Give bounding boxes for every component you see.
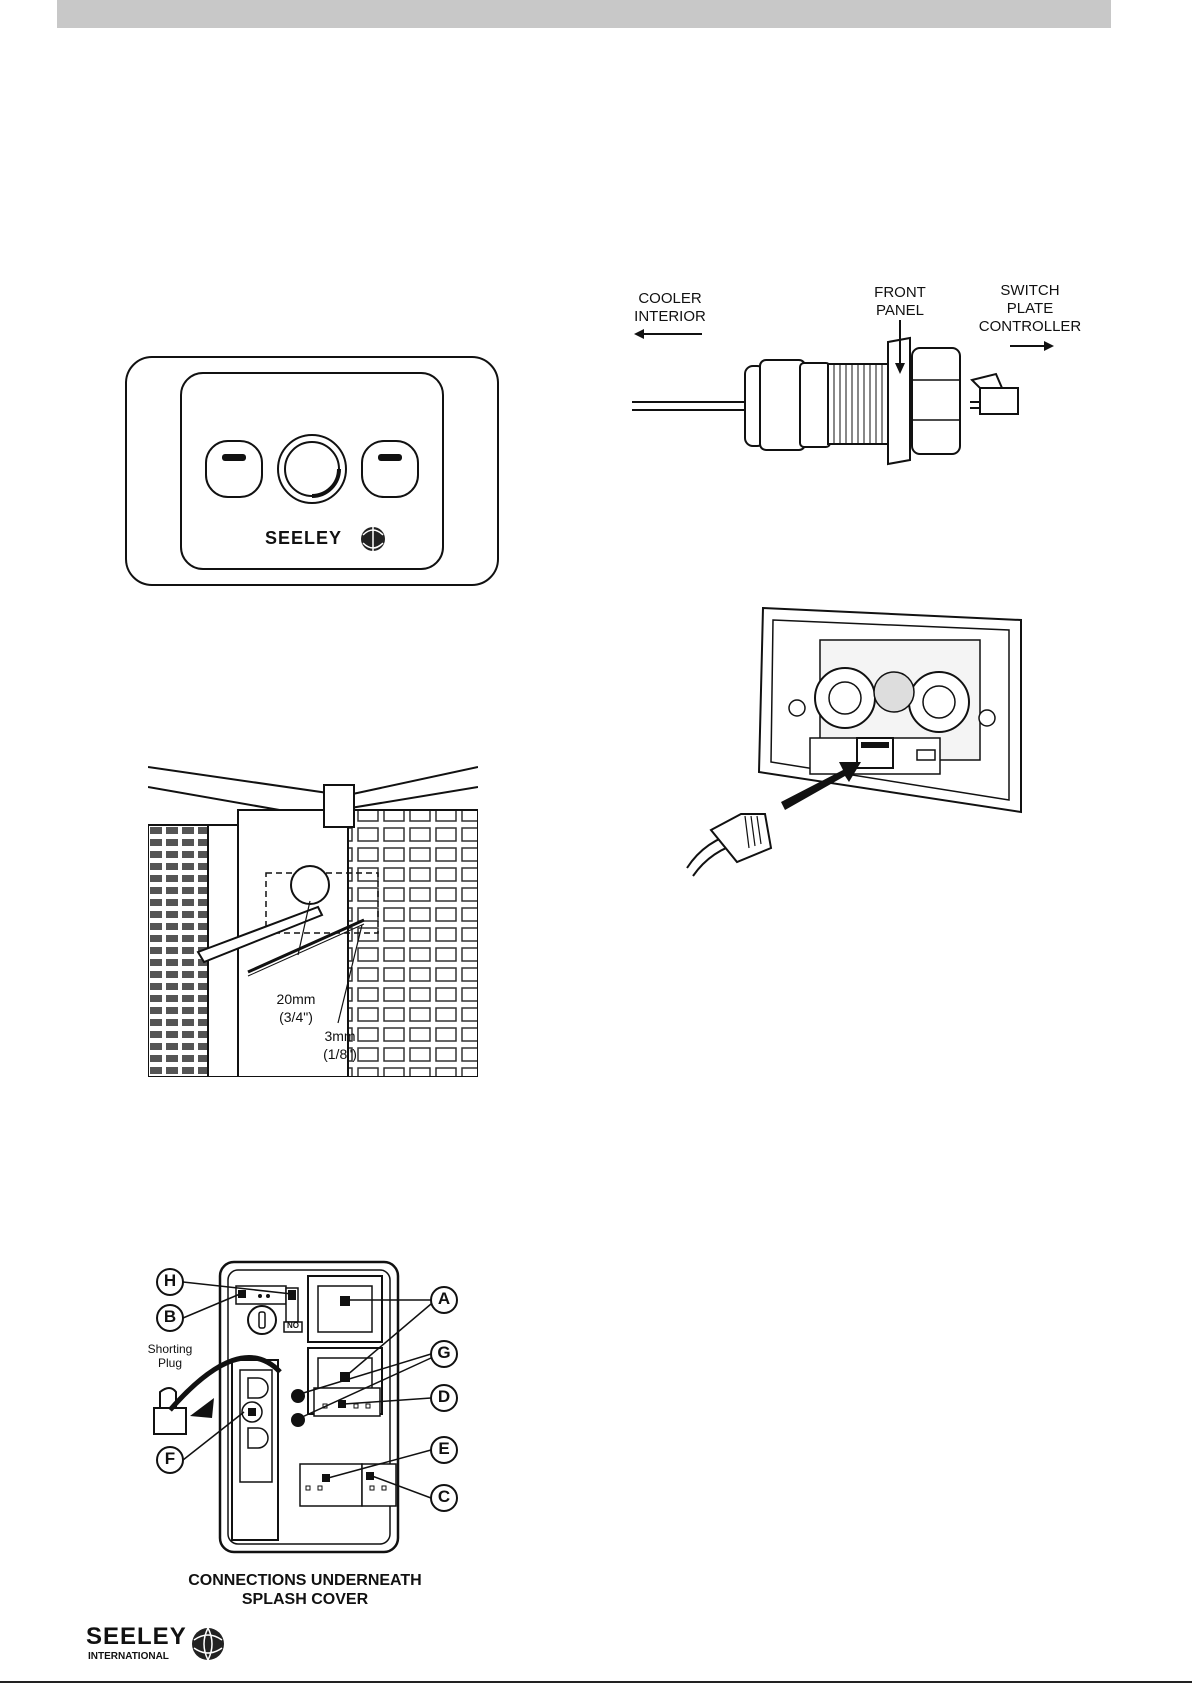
header-bar (57, 0, 1111, 28)
label-hole-3mm: 3mm (1/8") (310, 1027, 370, 1063)
label-switch-no: NO (283, 1321, 303, 1331)
label-hole-20mm: 20mm (3/4") (266, 990, 326, 1026)
footer-rule (0, 1681, 1192, 1683)
rj-plug-figure (685, 600, 1025, 880)
callout-f: F (160, 1450, 180, 1468)
callout-a: A (434, 1290, 454, 1308)
callout-h: H (160, 1272, 180, 1290)
globe-icon (190, 1626, 226, 1662)
footer-sub: INTERNATIONAL (88, 1651, 169, 1663)
callout-d: D (434, 1388, 454, 1406)
callout-g: G (434, 1344, 454, 1362)
footer-brand: SEELEY (86, 1624, 187, 1650)
callout-e: E (434, 1440, 454, 1458)
label-front-panel: FRONT PANEL (860, 284, 940, 320)
label-cooler-interior: COOLER INTERIOR (630, 290, 710, 326)
label-shorting-plug: Shorting Plug (140, 1342, 200, 1370)
connections-figure: H B F A G D E C Shorting Plug NO (140, 1260, 470, 1556)
connections-caption: CONNECTIONS UNDERNEATH SPLASH COVER (160, 1571, 450, 1609)
drill-figure: 20mm (3/4") 3mm (1/8") (148, 765, 478, 1077)
label-switch-plate-controller: SWITCH PLATE CONTROLLER (974, 282, 1086, 336)
footer-logo: SEELEY INTERNATIONAL (86, 1622, 236, 1668)
switch-plate-brand: SEELEY (265, 529, 342, 547)
switch-plate-figure: SEELEY (124, 355, 500, 587)
cable-gland-figure: COOLER INTERIOR FRONT PANEL SWITCH PLATE… (630, 280, 1090, 470)
callout-b: B (160, 1308, 180, 1326)
callout-c: C (434, 1488, 454, 1506)
